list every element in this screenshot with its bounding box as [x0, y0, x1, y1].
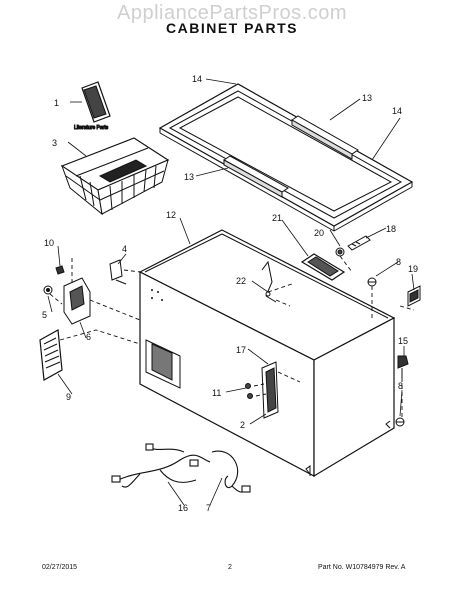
callout-3: 3 — [52, 138, 57, 148]
plug-cover — [407, 285, 421, 307]
footer-page-number: 2 — [228, 564, 232, 571]
callout-13-lower: 13 — [184, 172, 194, 182]
callout-7: 7 — [206, 503, 211, 513]
callout-21: 21 — [272, 213, 282, 223]
callout-14-right: 14 — [392, 106, 402, 116]
callout-12: 12 — [166, 210, 176, 220]
callout-numbers: 1 3 14 14 13 13 12 21 20 18 22 8 19 10 4… — [42, 74, 418, 513]
thermostat-housing — [63, 277, 91, 325]
callout-13-upper: 13 — [362, 93, 372, 103]
callout-2: 2 — [240, 420, 245, 430]
hinge-bracket — [261, 260, 277, 303]
watermark: AppliancePartsPros.com — [117, 2, 347, 24]
callout-22: 22 — [236, 276, 246, 286]
callout-17: 17 — [236, 345, 246, 355]
callout-10: 10 — [44, 238, 54, 248]
wire-clip — [109, 259, 127, 285]
leader-lines — [47, 78, 415, 506]
footer-date: 02/27/2015 — [42, 564, 78, 571]
callout-8-upper: 8 — [396, 257, 401, 267]
page-title: CABINET PARTS — [165, 20, 299, 36]
control-knob — [43, 285, 53, 295]
callout-18: 18 — [386, 224, 396, 234]
callout-5: 5 — [42, 310, 47, 320]
assembly-lines — [49, 255, 415, 418]
callout-8-lower: 8 — [398, 381, 403, 391]
lid-handle — [300, 253, 346, 281]
wire-harness — [111, 443, 211, 488]
compressor-opening — [145, 339, 181, 389]
callout-14-left: 14 — [192, 74, 202, 84]
callout-20: 20 — [314, 228, 324, 238]
storage-basket — [60, 137, 170, 216]
callout-19: 19 — [408, 264, 418, 274]
callout-1: 1 — [54, 98, 59, 108]
control-bracket — [261, 361, 279, 419]
lock-knob — [335, 247, 345, 257]
callout-4: 4 — [122, 244, 127, 254]
literature-booklet — [81, 81, 111, 123]
gasket-frame — [158, 83, 414, 232]
callout-6: 6 — [86, 332, 91, 342]
mounting-holes — [151, 289, 163, 301]
leg-screw — [397, 355, 409, 378]
power-cord — [211, 450, 251, 493]
footer-part-number: Part No. W10784979 Rev. A — [318, 564, 406, 571]
lock-screw — [347, 235, 371, 251]
gasket-strip-lower — [223, 155, 289, 198]
leveling-screw-top — [367, 277, 377, 287]
mounting-screw — [55, 265, 65, 275]
literature-label: Literature Parts — [74, 125, 109, 131]
callout-9: 9 — [66, 392, 71, 402]
gasket-strip-upper — [291, 115, 359, 160]
leveling-leg-bottom — [395, 417, 405, 427]
callout-11: 11 — [212, 388, 221, 398]
callout-15: 15 — [398, 336, 408, 346]
callout-16: 16 — [178, 503, 188, 513]
bracket-screws — [245, 383, 253, 399]
vent-grille — [39, 329, 63, 381]
